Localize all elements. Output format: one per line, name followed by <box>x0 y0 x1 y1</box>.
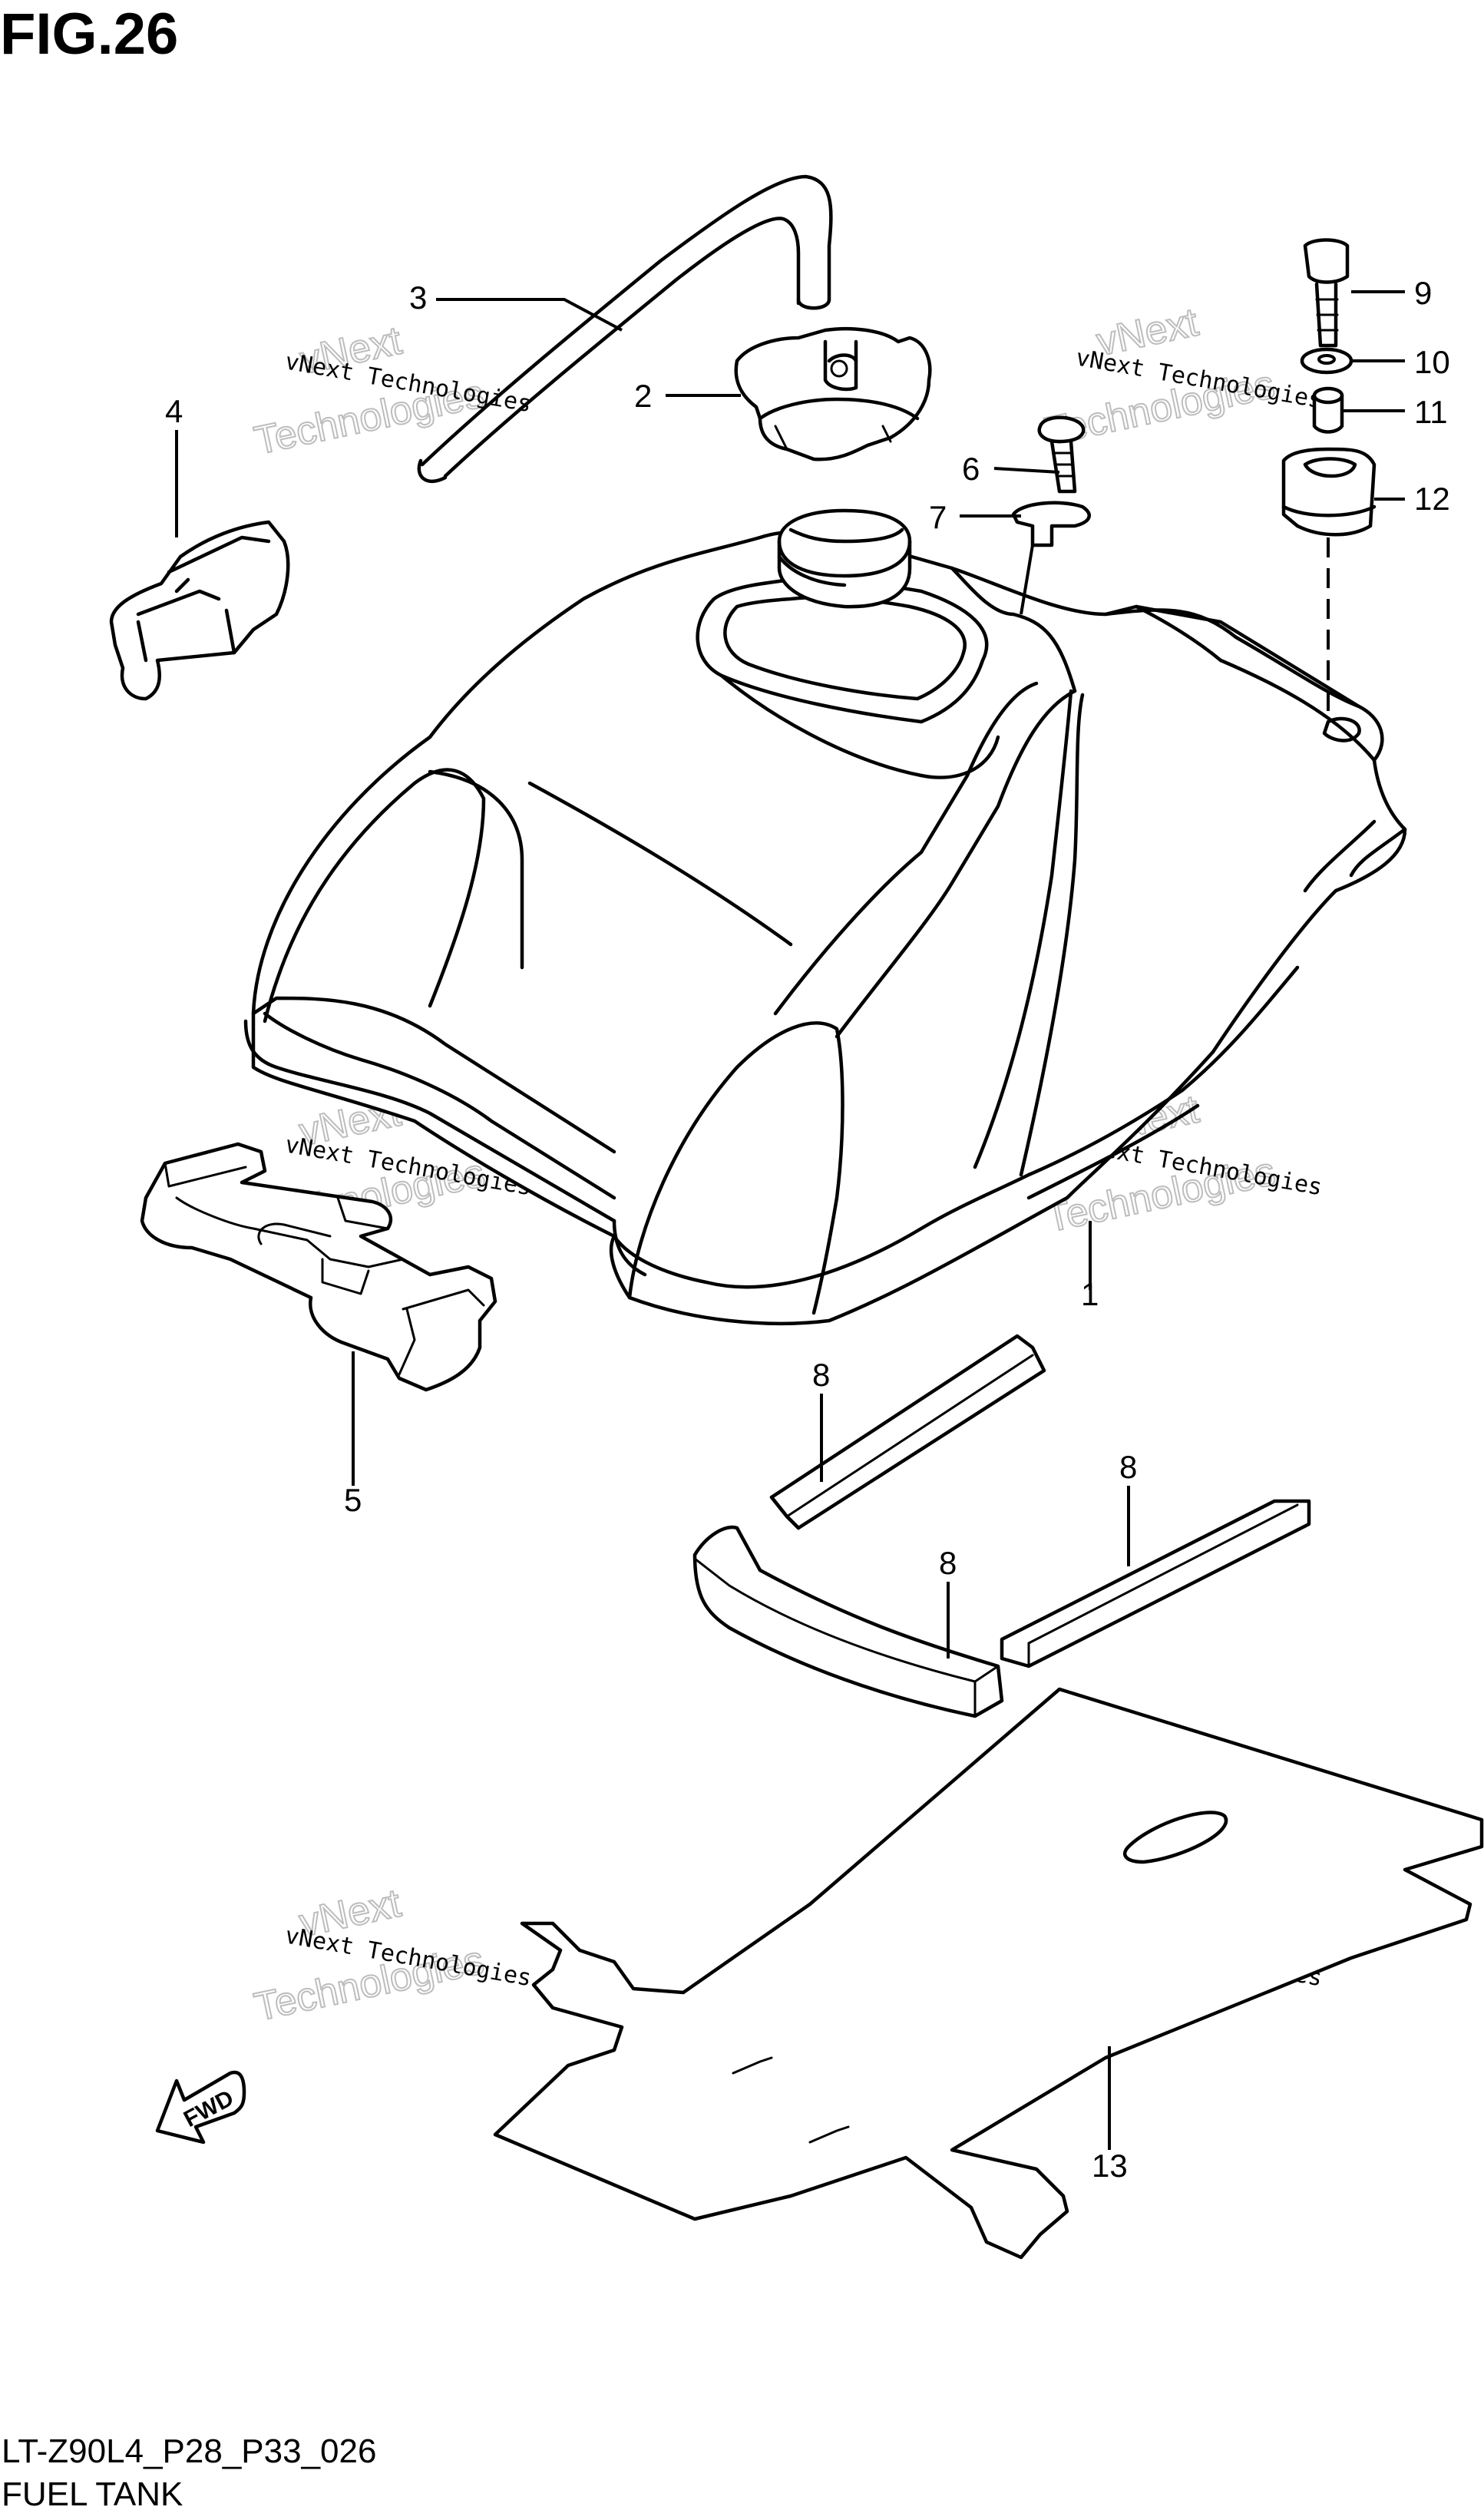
part-6-screw <box>1037 415 1086 494</box>
part-1-filler-neck <box>777 508 912 609</box>
callout-5: 5 <box>344 1482 362 1518</box>
callout-11: 11 <box>1414 394 1448 430</box>
part-7-clip <box>1011 501 1091 547</box>
callout-8-middle: 8 <box>939 1545 957 1581</box>
callout-12: 12 <box>1414 481 1450 517</box>
part-5-bracket <box>140 1142 497 1392</box>
callout-1: 1 <box>1081 1276 1099 1312</box>
part-9-bolt <box>1303 238 1350 348</box>
part-13-heat-guard <box>493 1687 1484 2260</box>
part-4-cushion <box>109 520 290 701</box>
callout-8-top: 8 <box>812 1357 830 1393</box>
callout-7: 7 <box>929 499 947 535</box>
part-1-fuel-tank <box>243 530 1407 1325</box>
callout-10: 10 <box>1414 344 1450 380</box>
part-8-pad-top <box>769 1334 1046 1530</box>
figure-name: FUEL TANK <box>2 2475 183 2513</box>
part-8-pad-curved <box>692 1525 1004 1718</box>
figure-code: LT-Z90L4_P28_P33_026 <box>2 2432 377 2470</box>
callout-6: 6 <box>962 451 980 487</box>
part-3-breather-hose <box>417 174 833 484</box>
callout-9: 9 <box>1414 275 1432 311</box>
part-2-fuel-cap <box>734 326 932 461</box>
callout-2: 2 <box>634 378 652 414</box>
part-12-grommet <box>1281 447 1377 537</box>
fwd-arrow-icon: FWD <box>155 2070 246 2145</box>
callout-8-right: 8 <box>1119 1449 1137 1485</box>
part-8-pad-right <box>1000 1499 1311 1668</box>
part-11-collar <box>1312 386 1344 434</box>
figure-title: FIG.26 <box>0 2 179 67</box>
part-10-washer <box>1300 347 1353 375</box>
callout-13: 13 <box>1092 2148 1128 2184</box>
callout-4: 4 <box>165 393 183 429</box>
callout-3: 3 <box>409 279 427 316</box>
leader-lines <box>175 290 1405 2150</box>
